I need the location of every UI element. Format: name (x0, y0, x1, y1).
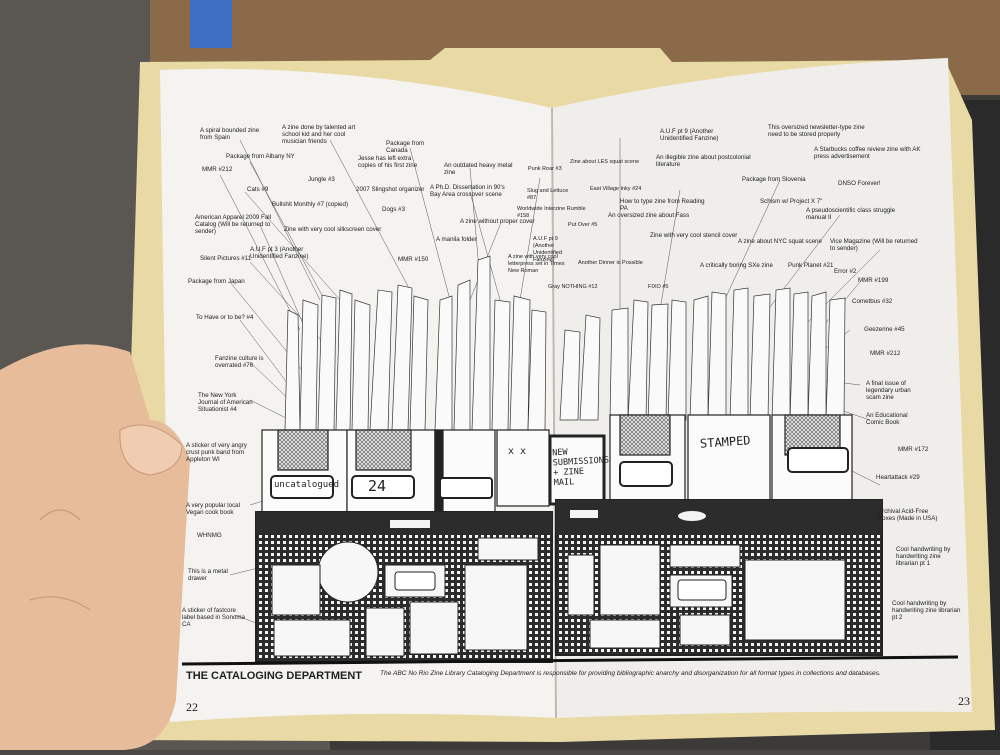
annotation-label: MMR #172 (898, 446, 929, 453)
caption-body: The ABC No Rio Zine Library Cataloging D… (380, 670, 881, 677)
cabinet-right (555, 499, 883, 656)
annotation-label: Zine with very cool silkscreen cover (284, 226, 382, 233)
page-number-left: 22 (186, 700, 198, 714)
annotation-label: An outdated heavy metal zine (444, 162, 513, 176)
annotation-label: A.U.F pt 9 (Another Unidentified Fanzine… (660, 128, 719, 142)
annotation-label: Error #2 (834, 268, 857, 275)
annotation-label: Package from Canada (386, 140, 425, 154)
annotation-label: Jungle #3 (308, 176, 335, 183)
annotation-label: An Educational Comic Book (866, 412, 908, 426)
annotation-label: Gray NOTHING #12 (548, 284, 598, 290)
annotation-label: Vice Magazine (Will be returned to sende… (830, 238, 918, 252)
annotation-label: A spiral bounded zine from Spain (200, 127, 260, 141)
annotation-label: Slug and Lettuce #87 (527, 188, 569, 201)
annotation-label: Cats #9 (247, 186, 269, 193)
annotation-label: To Have or to be? #4 (196, 314, 254, 321)
annotation-label: Another Dinner is Possible (578, 260, 643, 266)
annotation-label: Cometbus #32 (852, 298, 893, 305)
annotation-label: An oversized zine about Fass (608, 212, 690, 219)
annotation-label: Put Over #5 (568, 222, 598, 228)
annotation-label: A sticker of fastcore label based in Son… (182, 607, 245, 628)
annotation-label: Punk Roar #3 (528, 166, 562, 172)
caption-title: THE CATALOGING DEPARTMENT (186, 670, 362, 682)
annotation-label: Archival Acid-Free Boxes (Made in USA) (878, 508, 938, 522)
page-number-right: 23 (958, 694, 970, 708)
thumb (119, 424, 183, 476)
annotation-label: Zine about LES squat scene (570, 159, 640, 165)
annotation-label: A manila folder (436, 236, 477, 243)
annotation-label: Package from Albany NY (226, 153, 295, 160)
annotation-label: MMR #150 (398, 256, 429, 263)
annotation-label: A critically boring SXe zine (700, 262, 773, 269)
box-label-new-submissions: NEW SUBMISSIONS + ZINE MAIL (551, 447, 610, 489)
annotation-label: Schism w/ Project X 7" (760, 198, 823, 205)
annotation-label: WHNMG (197, 532, 222, 539)
cabinet-left (255, 511, 553, 663)
annotation-label: This is a metal drawer (188, 568, 228, 582)
annotation-label: Silent Pictures #11 (200, 255, 252, 262)
boxes-right (548, 414, 853, 506)
annotation-label: Heartattack #29 (876, 474, 920, 481)
boxes-left (261, 429, 550, 513)
annotation-label: A zine about NYC squat scene (738, 238, 822, 245)
annotation-label: Geezerine #45 (864, 326, 905, 333)
annotation-label: Worldwide Interzine Rumble #158 (517, 206, 586, 219)
annotation-label: An illegible zine about postcolonial lit… (656, 154, 751, 168)
annotation-label: Jesse has left extra copies of his first… (358, 155, 418, 169)
annotation-label: A Starbucks coffee review zine with AK p… (814, 146, 921, 160)
annotation-label: A zine with very cool letterpress set in… (508, 254, 565, 274)
annotation-label: Dogs #3 (382, 206, 406, 213)
box-label-xx: x x (508, 446, 527, 457)
annotation-label: How to type zine from Reading PA (620, 198, 705, 212)
annotation-label: DNSO Forever! (838, 180, 881, 187)
annotation-label: MMR #212 (870, 350, 901, 357)
annotation-label: Zine with very cool stencil cover (650, 232, 738, 239)
annotation-label: A very popular local Vegan cook book (186, 502, 240, 516)
annotation-label: A final issue of legendary urban scam zi… (866, 380, 911, 401)
annotation-label: MMR #199 (858, 277, 889, 284)
annotation-label: Package from Japan (188, 278, 245, 285)
annotation-label: A zine without proper cover (460, 218, 535, 225)
box-label-24: 24 (368, 477, 387, 495)
annotation-label: 2007 Slingshot organizer (356, 186, 425, 193)
annotation-label: Cool handwriting by handwriting zine lib… (896, 546, 951, 567)
blue-tape (190, 0, 232, 48)
annotation-label: A sticker of very angry crust punk band … (186, 442, 247, 463)
annotation-label: Fanzine culture is overrated #76 (215, 355, 264, 369)
annotation-label: Cool handwriting by handwriting zine lib… (892, 600, 961, 621)
annotation-label: FIXO #5 (648, 284, 669, 290)
annotation-label: A Ph.D. Dissertation in 90's Bay Area cr… (430, 184, 505, 198)
annotation-label: A.U.F pt 3 (Another Unidentified Fanzine… (250, 246, 309, 260)
annotation-label: A.U.F pt 9 (Another Unidentified Fanzine… (533, 236, 563, 263)
annotation-label: The New York Journal of American Situati… (198, 392, 253, 413)
annotation-label: A zine done by talented art school kid a… (282, 124, 356, 145)
annotation-label: Punk Planet #21 (788, 262, 834, 269)
caption-rule (181, 655, 959, 666)
annotation-label: East Village Inky #24 (590, 186, 642, 192)
annotation-label: A pseudoscientific class struggle manual… (806, 207, 896, 221)
annotation-label: MMR #212 (202, 166, 233, 173)
box-label-uncatalogued: uncatalogued (274, 480, 340, 490)
annotation-label: Bullshit Monthly #7 (copied) (272, 201, 349, 208)
annotation-label: This oversized newsletter-type zine need… (768, 124, 865, 138)
annotation-label: Package from Slovenia (742, 176, 806, 183)
annotation-label: American Apparel 2009 Fall Catalog (Will… (195, 214, 272, 235)
hand-creases (29, 509, 91, 611)
